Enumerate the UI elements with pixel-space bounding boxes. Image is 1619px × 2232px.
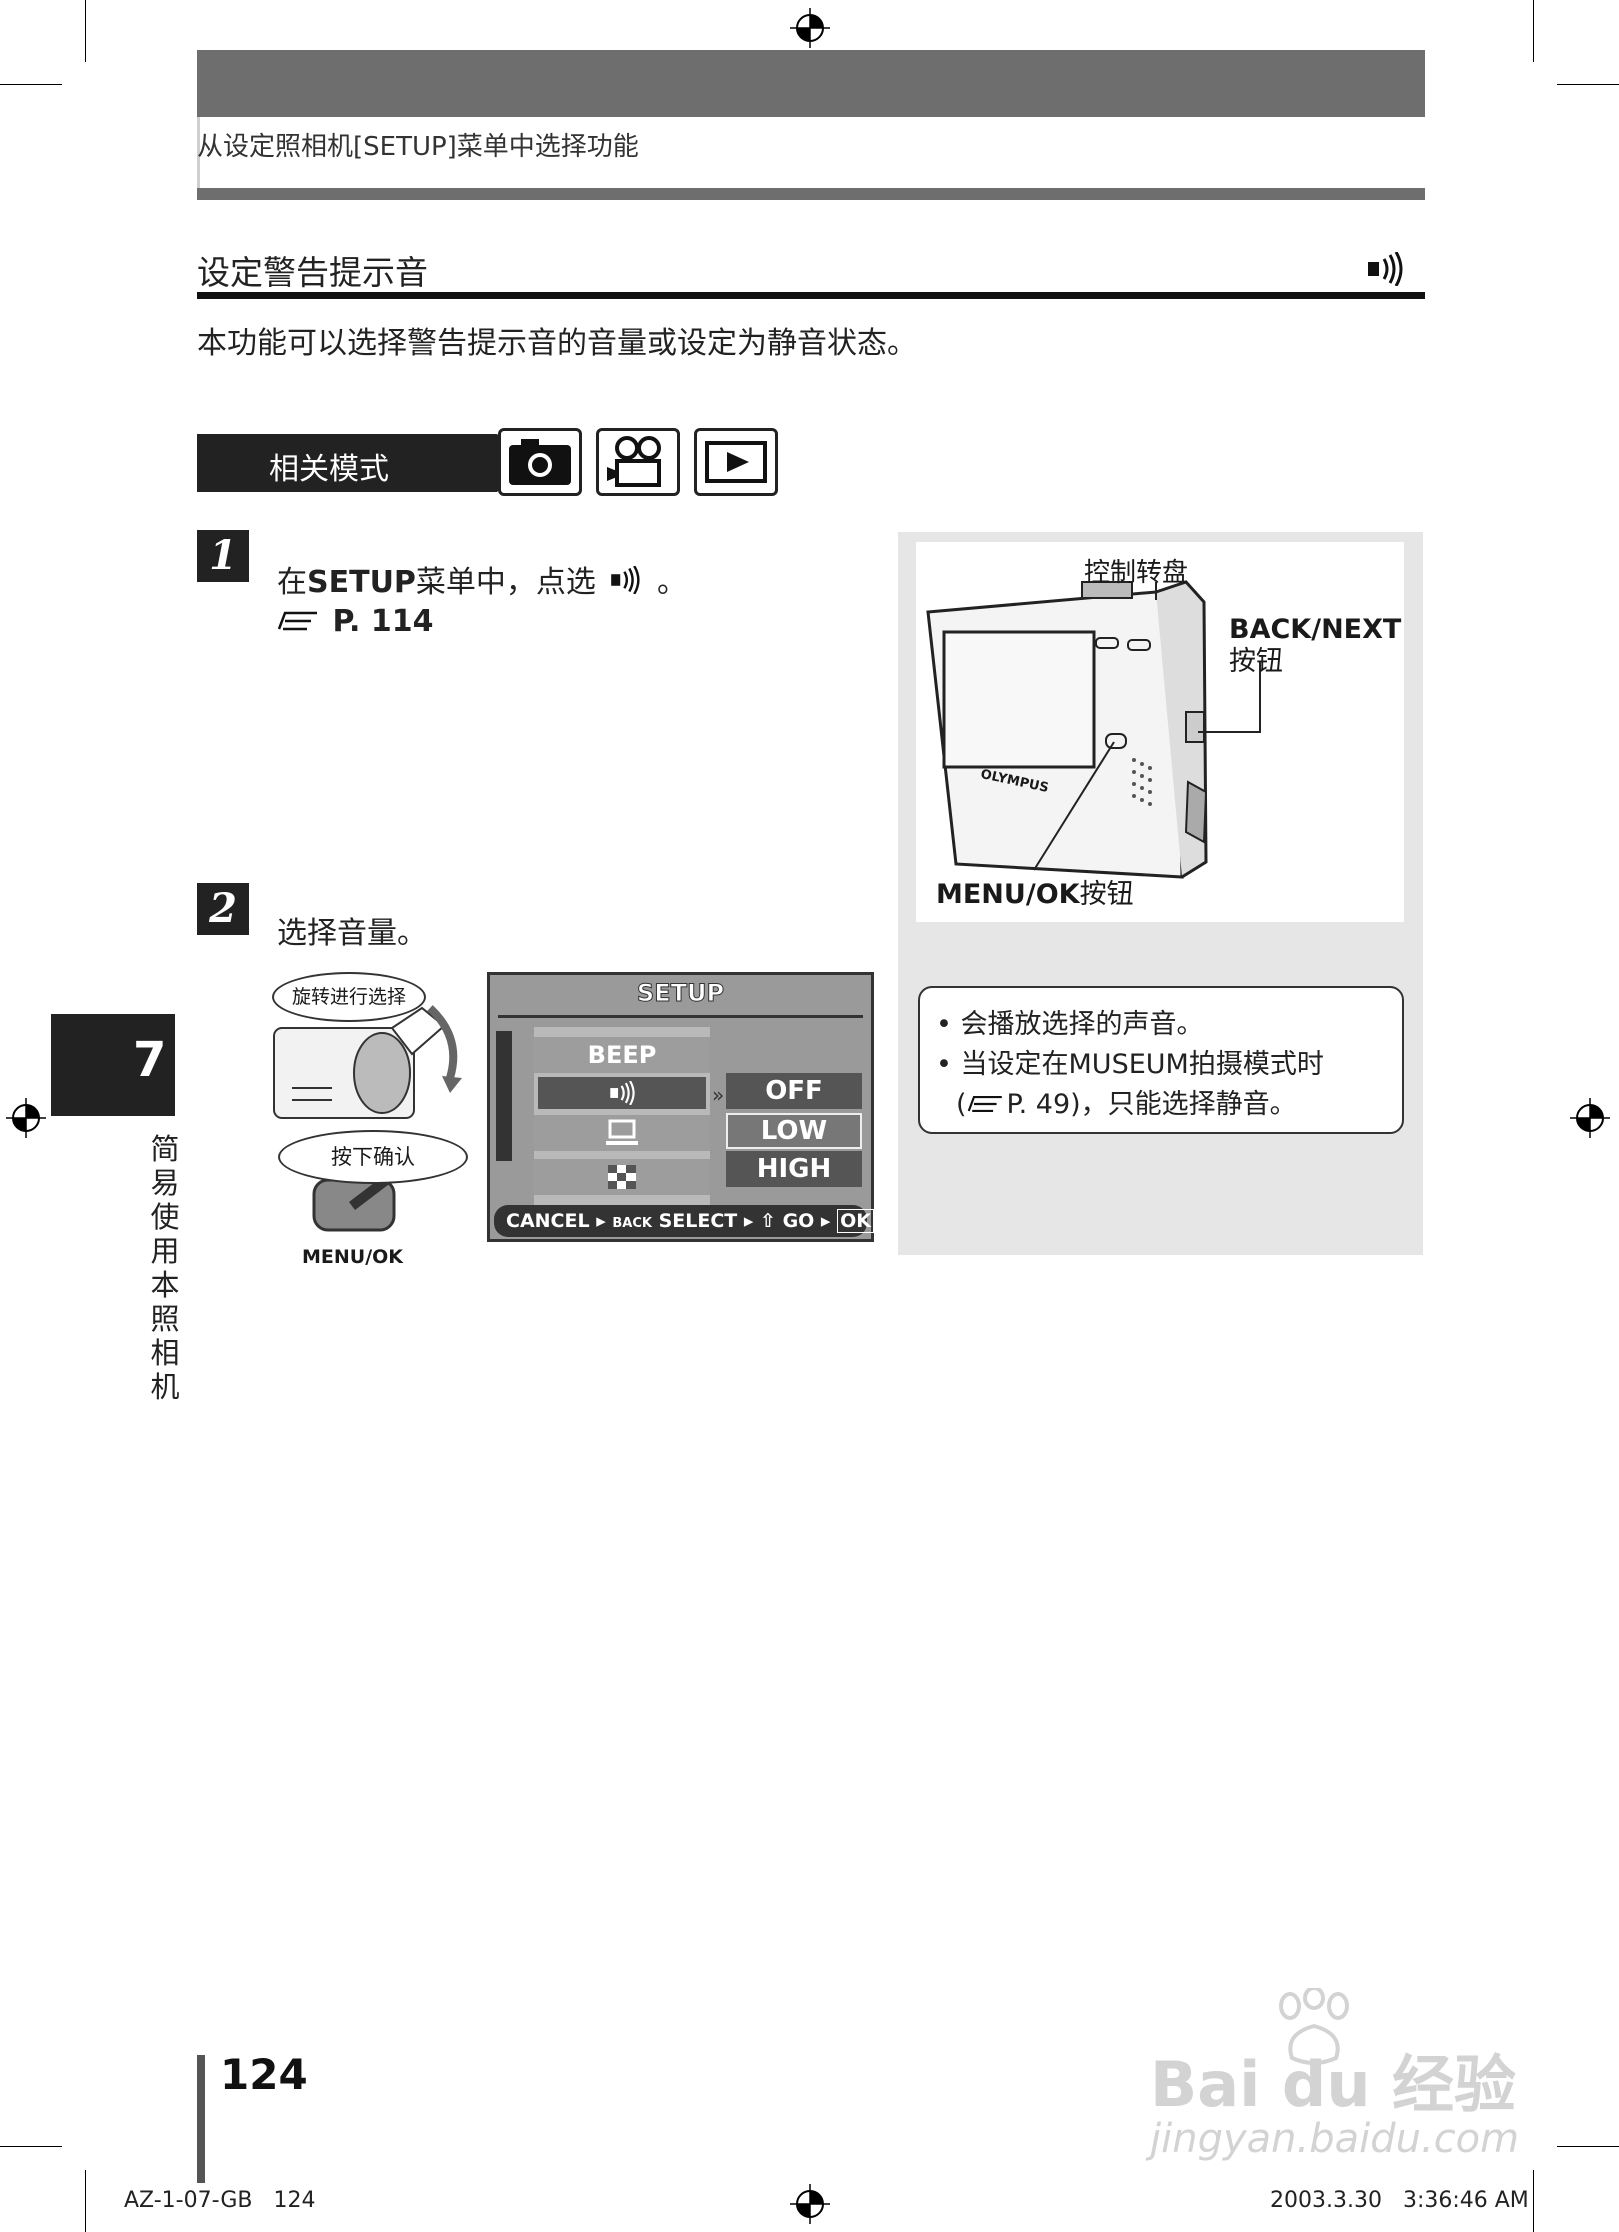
camera-icon bbox=[498, 428, 582, 496]
trim-mark bbox=[1533, 2170, 1534, 2232]
lcd-title: SETUP bbox=[636, 979, 725, 1008]
intro-text: 本功能可以选择警告提示音的音量或设定为静音状态。 bbox=[197, 326, 917, 361]
lcd-option-high: HIGH bbox=[726, 1151, 862, 1187]
rotate-label: 旋转进行选择 bbox=[291, 986, 406, 1008]
section-title: 设定警告提示音 bbox=[197, 253, 428, 292]
header-divider bbox=[197, 117, 200, 188]
chapter-title: 简易使用本照相机 bbox=[150, 1132, 180, 1404]
note-item-text: P. 49)，只能选择静音。 bbox=[1006, 1089, 1297, 1120]
page-number: 124 bbox=[220, 2050, 308, 2099]
back-next-suffix: 按钮 bbox=[1229, 646, 1283, 677]
checker-icon bbox=[608, 1165, 636, 1189]
menu-ok-button-label: MENU/OK按钮 bbox=[936, 872, 1134, 911]
step-1-ref: P. 114 bbox=[277, 604, 434, 639]
trim-mark bbox=[0, 84, 62, 85]
lcd-menu-column: BEEP bbox=[534, 1027, 710, 1217]
reference-hand-icon bbox=[967, 1095, 1002, 1113]
lcd-footer-select: SELECT bbox=[658, 1210, 738, 1232]
section-rule bbox=[197, 292, 1425, 299]
lcd-footer: CANCEL ▸ BACK SELECT ▸ ⇧ GO ▸ OK bbox=[494, 1205, 874, 1237]
play-icon bbox=[694, 428, 778, 496]
step-number: 2 bbox=[197, 883, 249, 935]
camera-diagram: OLYMPUS 控制转盘 BACK/NEXT 按钮 MENU/OK按钮 bbox=[916, 542, 1404, 922]
watermark-logo: Bai du 经验 bbox=[1150, 2048, 1517, 2121]
step-2-text: 选择音量。 bbox=[277, 916, 427, 951]
header-rule bbox=[197, 188, 1425, 200]
lcd-option-off: OFF bbox=[726, 1073, 862, 1109]
lcd-menu-beep-label: BEEP bbox=[587, 1041, 657, 1069]
registration-mark-icon bbox=[790, 2184, 830, 2224]
step-1-end: 。 bbox=[657, 565, 688, 600]
rotate-bubble: 旋转进行选择 bbox=[272, 972, 426, 1022]
trim-mark bbox=[85, 0, 86, 62]
screen-icon bbox=[606, 1119, 638, 1145]
trim-mark bbox=[1533, 0, 1534, 62]
back-next-label: BACK/NEXT 按钮 bbox=[1229, 614, 1401, 678]
lcd-menu-speaker bbox=[538, 1077, 706, 1109]
modes-label-text: 相关模式 bbox=[269, 452, 389, 487]
step-1-suffix: 菜单中，点选 bbox=[415, 565, 596, 600]
movie-camera-icon bbox=[596, 428, 680, 496]
chapter-number: 7 bbox=[133, 1032, 167, 1088]
lcd-footer-cancel: CANCEL bbox=[506, 1210, 590, 1232]
press-bubble: 按下确认 bbox=[278, 1130, 468, 1184]
breadcrumb: 从设定照相机[SETUP]菜单中选择功能 bbox=[197, 132, 639, 162]
trim-mark bbox=[0, 2146, 62, 2147]
note-item: • 会播放选择的声音。 bbox=[936, 1009, 1204, 1040]
back-next-bold: BACK/NEXT bbox=[1229, 614, 1402, 645]
lcd-scrollbar bbox=[496, 1031, 512, 1161]
registration-mark-icon bbox=[6, 1098, 46, 1138]
note-item-text: 会播放选择的声音。 bbox=[960, 1009, 1204, 1040]
page-number-bar bbox=[197, 2055, 205, 2183]
note-item: • 当设定在MUSEUM拍摄模式时 bbox=[936, 1049, 1324, 1080]
step-1-ref-page: P. 114 bbox=[332, 604, 434, 639]
dial-label: 控制转盘 bbox=[1084, 558, 1189, 588]
lcd-option-high-label: HIGH bbox=[756, 1154, 832, 1184]
menu-ok-label: MENU/OK bbox=[302, 1246, 404, 1268]
watermark-url: jingyan.baidu.com bbox=[1150, 2116, 1520, 2162]
step-1-prefix: 在 bbox=[277, 565, 307, 600]
menu-ok-bold: MENU/OK bbox=[936, 879, 1080, 910]
chapter-tab: 7 bbox=[51, 1014, 175, 1116]
menu-ok-suffix: 按钮 bbox=[1079, 879, 1134, 910]
lcd-pointer: » bbox=[712, 1083, 725, 1107]
press-label: 按下确认 bbox=[331, 1145, 415, 1169]
lcd-option-low-label: LOW bbox=[760, 1116, 828, 1146]
lcd-menu-screen bbox=[534, 1115, 710, 1151]
note-item-text: 当设定在MUSEUM拍摄模式时 bbox=[960, 1049, 1324, 1080]
baidu-paw-icon bbox=[1279, 1988, 1349, 2065]
step-number: 1 bbox=[197, 530, 249, 582]
dial-drawing bbox=[273, 1005, 462, 1232]
notes-box: • 会播放选择的声音。 • 当设定在MUSEUM拍摄模式时 ( P. 49)，只能… bbox=[918, 986, 1404, 1134]
step-1-setup: SETUP bbox=[307, 565, 416, 600]
note-item: ( P. 49)，只能选择静音。 bbox=[956, 1082, 1297, 1121]
trim-mark bbox=[85, 2170, 86, 2232]
speaker-icon bbox=[610, 1081, 635, 1105]
trim-mark bbox=[1557, 84, 1619, 85]
registration-mark-icon bbox=[790, 8, 830, 48]
dial-illustration: 旋转进行选择 按下确认 MENU/OK bbox=[272, 968, 472, 1268]
camera-drawing bbox=[926, 580, 1261, 879]
lcd-footer-ok: OK bbox=[837, 1209, 874, 1233]
footer-job-id: AZ-1-07-GB 124 bbox=[124, 2188, 316, 2213]
lcd-screen: SETUP BEEP » OFF LOW HIGH CANCEL ▸ BACK … bbox=[487, 972, 874, 1242]
registration-mark-icon bbox=[1570, 1098, 1610, 1138]
speaker-volume-icon bbox=[1368, 252, 1403, 286]
lcd-menu-checker bbox=[534, 1159, 710, 1195]
reference-hand-icon bbox=[277, 611, 317, 631]
lcd-title-rule bbox=[498, 1015, 863, 1018]
modes-label: 相关模式 bbox=[197, 434, 497, 492]
lcd-footer-go: GO bbox=[782, 1210, 815, 1232]
lcd-menu-beep: BEEP bbox=[534, 1037, 710, 1073]
step-1-text: 在SETUP菜单中，点选 。 bbox=[277, 557, 687, 601]
trim-mark bbox=[1557, 2146, 1619, 2147]
lcd-option-off-label: OFF bbox=[765, 1076, 823, 1106]
note-ref-prefix: ( bbox=[956, 1089, 967, 1120]
lcd-footer-back: BACK bbox=[612, 1216, 652, 1231]
lcd-option-low: LOW bbox=[726, 1113, 862, 1149]
speaker-volume-icon bbox=[611, 565, 641, 595]
header-bar bbox=[197, 50, 1425, 117]
footer-timestamp: 2003.3.30 3:36:46 AM bbox=[1270, 2188, 1529, 2213]
